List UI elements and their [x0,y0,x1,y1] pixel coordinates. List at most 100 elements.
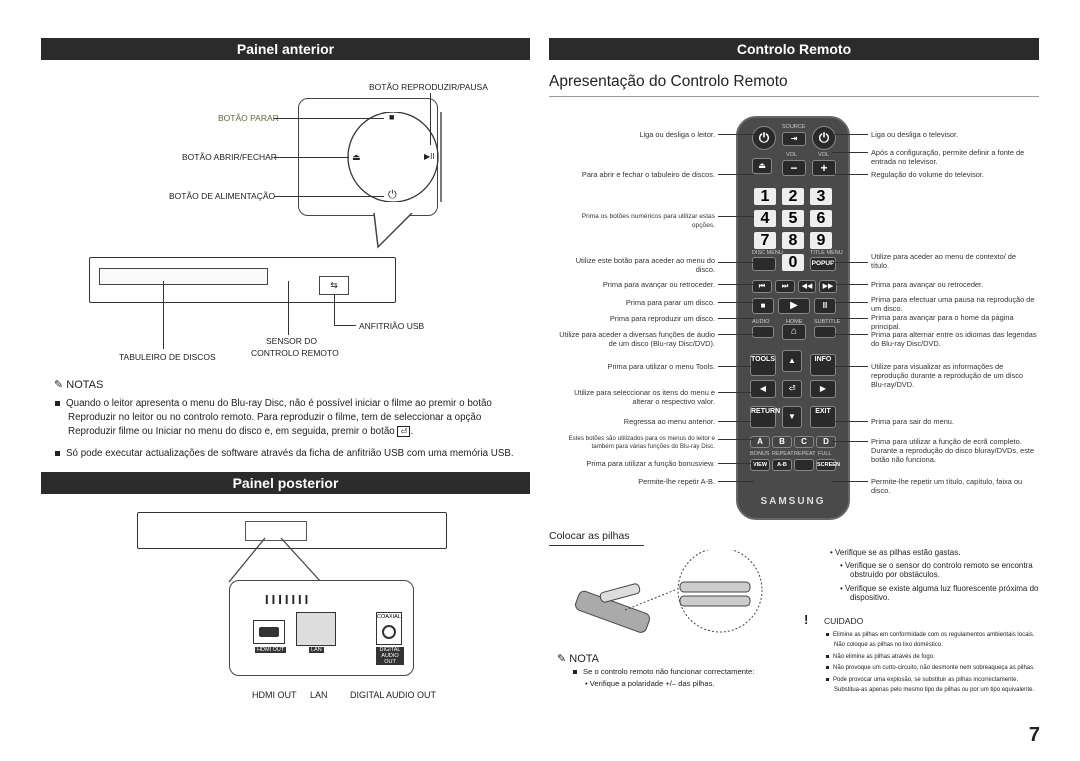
bonus-tag: BONUS [750,451,770,457]
vol-tag: VOL [786,152,798,158]
repeat-button[interactable] [794,459,814,471]
play-pause-icon[interactable]: ▶II [424,152,435,161]
down-button[interactable]: ▼ [782,406,802,428]
remote-label-right: Prima para efectuar uma pausa na reprodu… [871,295,1035,313]
leader-line [832,481,868,482]
left-button[interactable]: ◀ [750,380,776,398]
ab-button[interactable]: A-B [772,459,792,471]
color-b-button[interactable]: B [772,436,792,448]
heading-rule [549,96,1039,97]
stop-button[interactable]: ■ [752,298,774,314]
enter-button[interactable]: ⏎ [782,380,802,398]
leader-line [274,196,384,197]
source-button[interactable]: ⇥ [782,132,806,146]
batteries-rule [549,545,644,546]
color-c-button[interactable]: C [794,436,814,448]
digit-1[interactable]: 1 [754,188,776,205]
return-button[interactable]: RETURN [750,406,780,428]
pencil-icon: ✎ [557,653,570,665]
front-panel-banner: Painel anterior [41,38,530,60]
caution-title: CUIDADO [824,616,864,626]
enter-icon: ⏎ [397,426,411,437]
color-a-button[interactable]: A [750,436,770,448]
rewind-button[interactable]: ◀◀ [798,280,816,293]
skip-back-button[interactable]: ⏮ [752,280,772,293]
notes-title: ✎ NOTAS [54,378,103,391]
remote-heading: Apresentação do Controlo Remoto [549,73,788,90]
note-text: Só pode executar actualizações de softwa… [66,448,514,459]
digit-7[interactable]: 7 [754,232,776,249]
digit-6[interactable]: 6 [810,210,832,227]
leader-line [718,392,754,393]
digit-3[interactable]: 3 [810,188,832,205]
screen-button[interactable]: SCREEN [816,459,840,471]
info-button[interactable]: INFO [810,354,836,376]
audio-button[interactable] [752,326,774,338]
coaxial-port[interactable] [376,612,402,645]
vol-down-button[interactable]: − [782,160,806,176]
leader-line [718,421,754,422]
tools-button[interactable]: TOOLS [750,354,776,376]
bullet-square [826,665,829,669]
zoom-pointer-rear [228,537,322,583]
remote-label-left: Regressa ao menu anterior. [623,417,715,426]
page-number: 7 [1028,724,1040,746]
battery-check: • Verifique se o sensor do controlo remo… [840,561,1040,579]
battery-check: • Verifique se as pilhas estão gastas. [830,548,1040,557]
caution-text: Pode provocar uma explosão, se substitui… [833,677,1035,693]
leader-line [832,152,868,153]
digit-4[interactable]: 4 [754,210,776,227]
label-digital-audio-out: DIGITAL AUDIO OUT [350,690,437,700]
power-icon[interactable]: ⏻ [388,189,397,201]
leader-line [718,439,754,440]
vol-up-button[interactable]: + [812,160,836,176]
caution-item: Pode provocar uma explosão, se substitui… [826,675,1040,695]
leader-line [718,262,754,263]
disc-menu-button[interactable] [752,257,776,271]
label-disc-tray: TABULEIRO DE DISCOS [119,352,216,362]
remote-label-left: Permite-lhe repetir A-B. [638,477,715,486]
disc-menu-tag: DISC MENU [752,250,783,256]
home-button[interactable]: ⌂ [782,324,806,340]
hdmi-port[interactable] [253,620,285,644]
tv-power-button[interactable]: ⏻ [812,126,836,150]
fast-forward-button[interactable]: ▶▶ [819,280,837,293]
remote-label-right: Permite-lhe repetir um título, capítulo,… [871,477,1023,495]
digit-0[interactable]: 0 [782,254,804,271]
usb-port[interactable]: ⇆ [319,276,349,295]
bullet-square [826,632,829,636]
lan-port[interactable] [296,612,336,646]
coaxial-tag: COAXIAL [377,614,401,620]
view-button[interactable]: VIEW [750,459,770,471]
eject-button[interactable]: ⏏ [752,158,772,174]
player-power-button[interactable]: ⏻ [752,126,776,150]
home-tag: HOME [786,319,803,325]
player-rear-panel [137,512,447,549]
exit-button[interactable]: EXIT [810,406,836,428]
stop-icon[interactable]: ■ [389,112,395,122]
up-button[interactable]: ▲ [782,350,802,372]
nota-title-text: NOTA [569,653,600,665]
digit-5[interactable]: 5 [782,210,804,227]
subtitle-button[interactable] [814,326,836,338]
digit-9[interactable]: 9 [810,232,832,249]
digit-8[interactable]: 8 [782,232,804,249]
nota-item: Se o controlo remoto não funcionar corre… [573,667,754,676]
pause-button[interactable]: II [814,298,836,314]
caution-mark: ! [804,612,809,627]
leader-line [718,481,754,482]
eject-icon[interactable]: ⏏ [352,152,361,162]
color-d-button[interactable]: D [816,436,836,448]
remote-label-right: Prima para alternar entre os idiomas das… [871,330,1037,348]
right-button[interactable]: ▶ [810,380,836,398]
battery-check-text: Verifique se existe alguma luz fluoresce… [845,584,1039,602]
title-menu-tag: TITLE MENU [810,250,843,256]
vol-tag: VOL [818,152,830,158]
play-button[interactable]: ▶ [778,298,810,314]
skip-forward-button[interactable]: ⏭ [775,280,795,293]
rear-panel-banner: Painel posterior [41,472,530,494]
popup-button[interactable]: POPUP [810,257,836,271]
leader-line [718,463,754,464]
digit-2[interactable]: 2 [782,188,804,205]
digital-small-tag: DIGITAL AUDIO OUT [376,647,404,665]
